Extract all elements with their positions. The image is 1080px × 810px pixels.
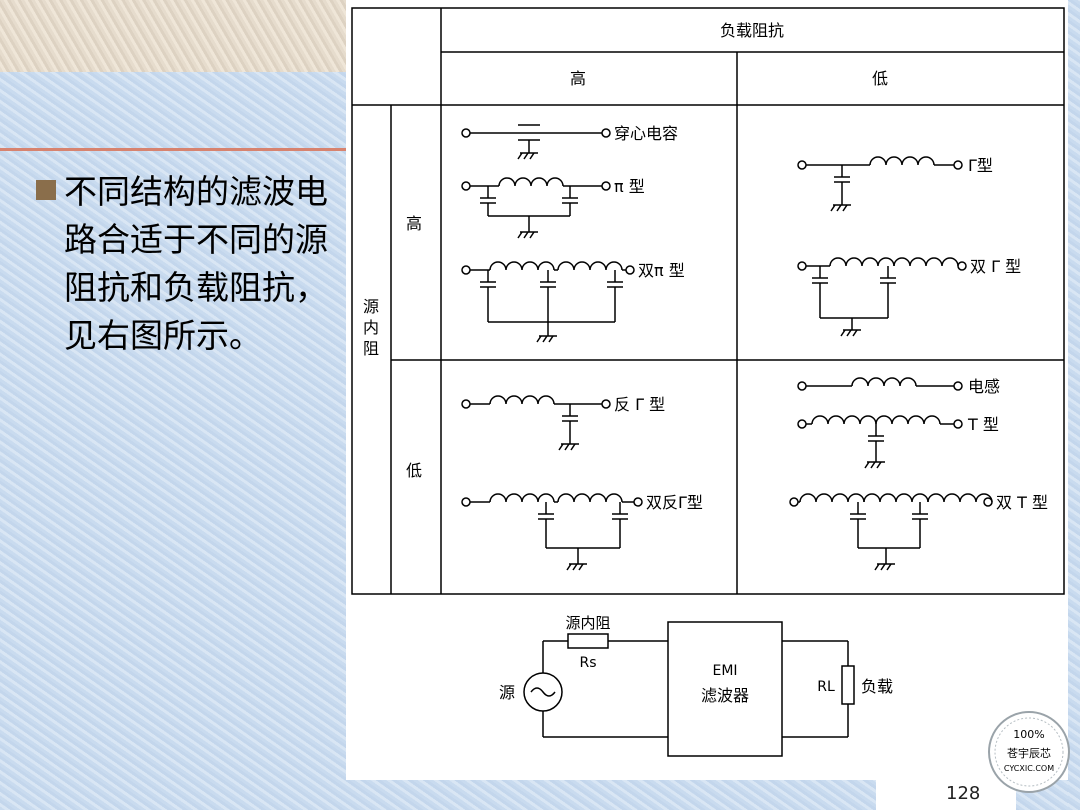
label-filter: 滤波器 xyxy=(701,686,749,705)
circuit-double-t: 双 T 型 xyxy=(789,493,1048,571)
label-load: 负载 xyxy=(861,677,893,696)
slide-right-band xyxy=(1068,0,1080,810)
label-feedthrough: 穿心电容 xyxy=(614,124,678,143)
label-inductor: 电感 xyxy=(968,377,1000,396)
bullet-text: 不同结构的滤波电路合适于不同的源阻抗和负载阻抗，见右图所示。 xyxy=(64,172,328,355)
label-t: T 型 xyxy=(967,415,999,434)
label-rs: Rs xyxy=(579,655,596,671)
table-grid xyxy=(351,7,1065,595)
page-number: 128 xyxy=(946,783,981,804)
label-source: 源 xyxy=(499,683,515,702)
circuit-pi: π 型 xyxy=(461,177,645,239)
label-gamma: Γ型 xyxy=(968,156,993,175)
label-double-t: 双 T 型 xyxy=(996,493,1048,512)
circuit-reverse-gamma: 反 Γ 型 xyxy=(461,395,665,451)
load-resistor xyxy=(841,665,855,705)
stamp-top-text: 100% xyxy=(1013,728,1044,741)
square-bullet-icon xyxy=(36,180,56,200)
label-rl: RL xyxy=(817,679,835,695)
bullet-point: 不同结构的滤波电路合适于不同的源阻抗和负载阻抗，见右图所示。 xyxy=(36,168,338,360)
stamp-middle-text: 苍宇辰芯 xyxy=(1007,746,1051,760)
label-emi: EMI xyxy=(712,663,737,679)
row-group-label-3: 阻 xyxy=(363,339,379,358)
label-source-resistance: 源内阻 xyxy=(565,614,610,632)
row-header-high: 高 xyxy=(406,214,422,233)
circuit-double-gamma: 双 Γ 型 xyxy=(797,257,1021,337)
circuit-double-reverse-gamma: 双反Γ型 xyxy=(461,493,703,571)
emi-filter-box xyxy=(667,621,783,757)
stamp-bottom-text: CYCXIC.COM xyxy=(1004,764,1054,773)
label-double-pi: 双π 型 xyxy=(638,261,685,280)
label-pi: π 型 xyxy=(614,177,645,196)
row-group-label-1: 源 xyxy=(363,297,379,316)
source-resistor xyxy=(567,633,609,649)
circuit-gamma: Γ型 xyxy=(797,156,993,212)
label-reverse-gamma: 反 Γ 型 xyxy=(614,395,665,414)
row-group-label-2: 内 xyxy=(363,318,379,337)
col-header-low: 低 xyxy=(872,69,888,88)
slide-background xyxy=(0,0,346,810)
title-divider xyxy=(0,148,346,151)
header-load-impedance: 负载阻抗 xyxy=(720,21,784,40)
label-double-reverse-gamma: 双反Γ型 xyxy=(646,493,703,512)
circuit-feedthrough: 穿心电容 xyxy=(461,124,678,160)
watermark-stamp-icon: 100% 苍宇辰芯 CYCXIC.COM xyxy=(988,711,1070,793)
source-load-circuit xyxy=(523,621,855,757)
label-double-gamma: 双 Γ 型 xyxy=(970,257,1021,276)
row-header-low: 低 xyxy=(406,461,422,480)
slide-top-band xyxy=(0,0,346,72)
col-header-high: 高 xyxy=(570,69,586,88)
page-number-box xyxy=(876,780,1016,810)
circuit-double-pi: 双π 型 xyxy=(461,261,685,343)
circuit-t: T 型 xyxy=(797,415,999,469)
circuit-inductor: 电感 xyxy=(797,377,1000,396)
